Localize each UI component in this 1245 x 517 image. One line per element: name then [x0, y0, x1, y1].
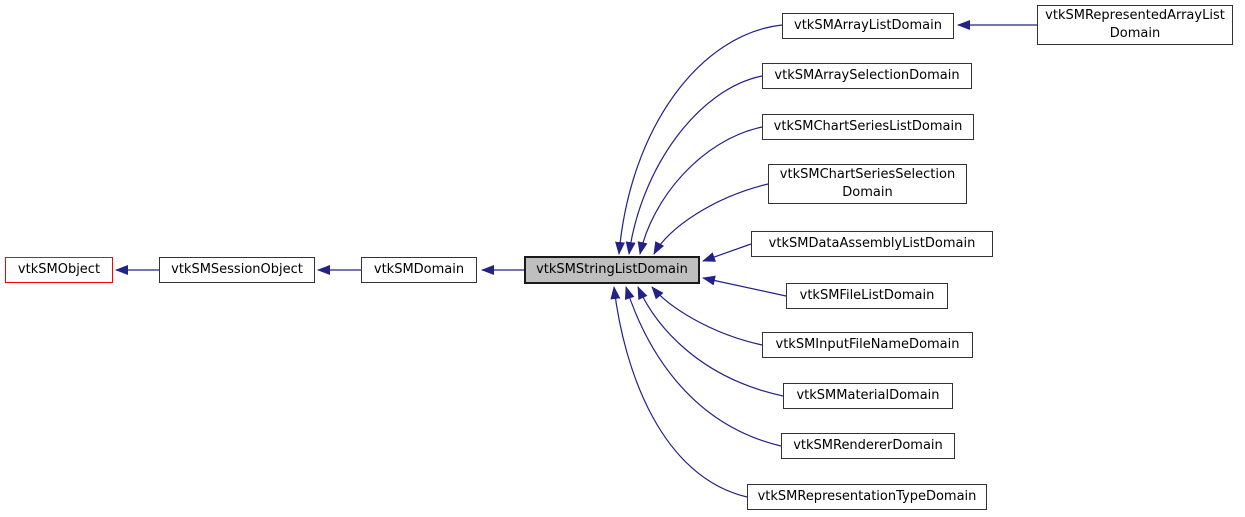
- node-vtksmdomain[interactable]: vtkSMDomain: [361, 257, 477, 283]
- node-vtksmrepresentedarraylistdomain[interactable]: vtkSMRepresentedArrayList Domain: [1037, 5, 1233, 45]
- edge-material-to-stringlist: [637, 286, 784, 397]
- node-vtksmrepresentationtypedomain[interactable]: vtkSMRepresentationTypeDomain: [747, 484, 987, 510]
- node-vtksmstringlistdomain: vtkSMStringListDomain: [524, 256, 700, 284]
- node-vtksmchartserieslistdomain[interactable]: vtkSMChartSeriesListDomain: [762, 114, 974, 140]
- node-vtksminputfilenamedomain[interactable]: vtkSMInputFileNameDomain: [762, 332, 973, 358]
- node-vtksmarraylistdomain[interactable]: vtkSMArrayListDomain: [782, 13, 954, 39]
- node-vtksmsessionobject[interactable]: vtkSMSessionObject: [159, 257, 315, 283]
- edge-representationtype-to-stringlist: [610, 286, 748, 498]
- edge-dataassembly-to-stringlist: [702, 243, 752, 262]
- edge-arraylist-to-stringlist: [615, 24, 783, 255]
- node-vtksmmaterialdomain[interactable]: vtkSMMaterialDomain: [783, 383, 953, 409]
- node-vtksmarrayselectiondomain[interactable]: vtkSMArraySelectionDomain: [762, 63, 972, 89]
- node-vtksmrendererdomain[interactable]: vtkSMRendererDomain: [781, 433, 955, 459]
- edge-inputfilename-to-stringlist: [651, 286, 763, 346]
- edge-arrayselection-to-stringlist: [625, 75, 763, 255]
- edge-chartserieslist-to-stringlist: [637, 126, 763, 255]
- edge-filelist-to-stringlist: [702, 275, 787, 297]
- edge-renderer-to-stringlist: [624, 286, 782, 447]
- edge-chartseriesselection-to-stringlist: [653, 183, 769, 255]
- node-vtksmfilelistdomain[interactable]: vtkSMFileListDomain: [786, 283, 948, 309]
- node-vtksmobject[interactable]: vtkSMObject: [5, 257, 113, 283]
- node-vtksmdataassemblylistdomain[interactable]: vtkSMDataAssemblyListDomain: [751, 231, 993, 257]
- node-vtksmchartseriesselectiondomain[interactable]: vtkSMChartSeriesSelection Domain: [768, 164, 967, 204]
